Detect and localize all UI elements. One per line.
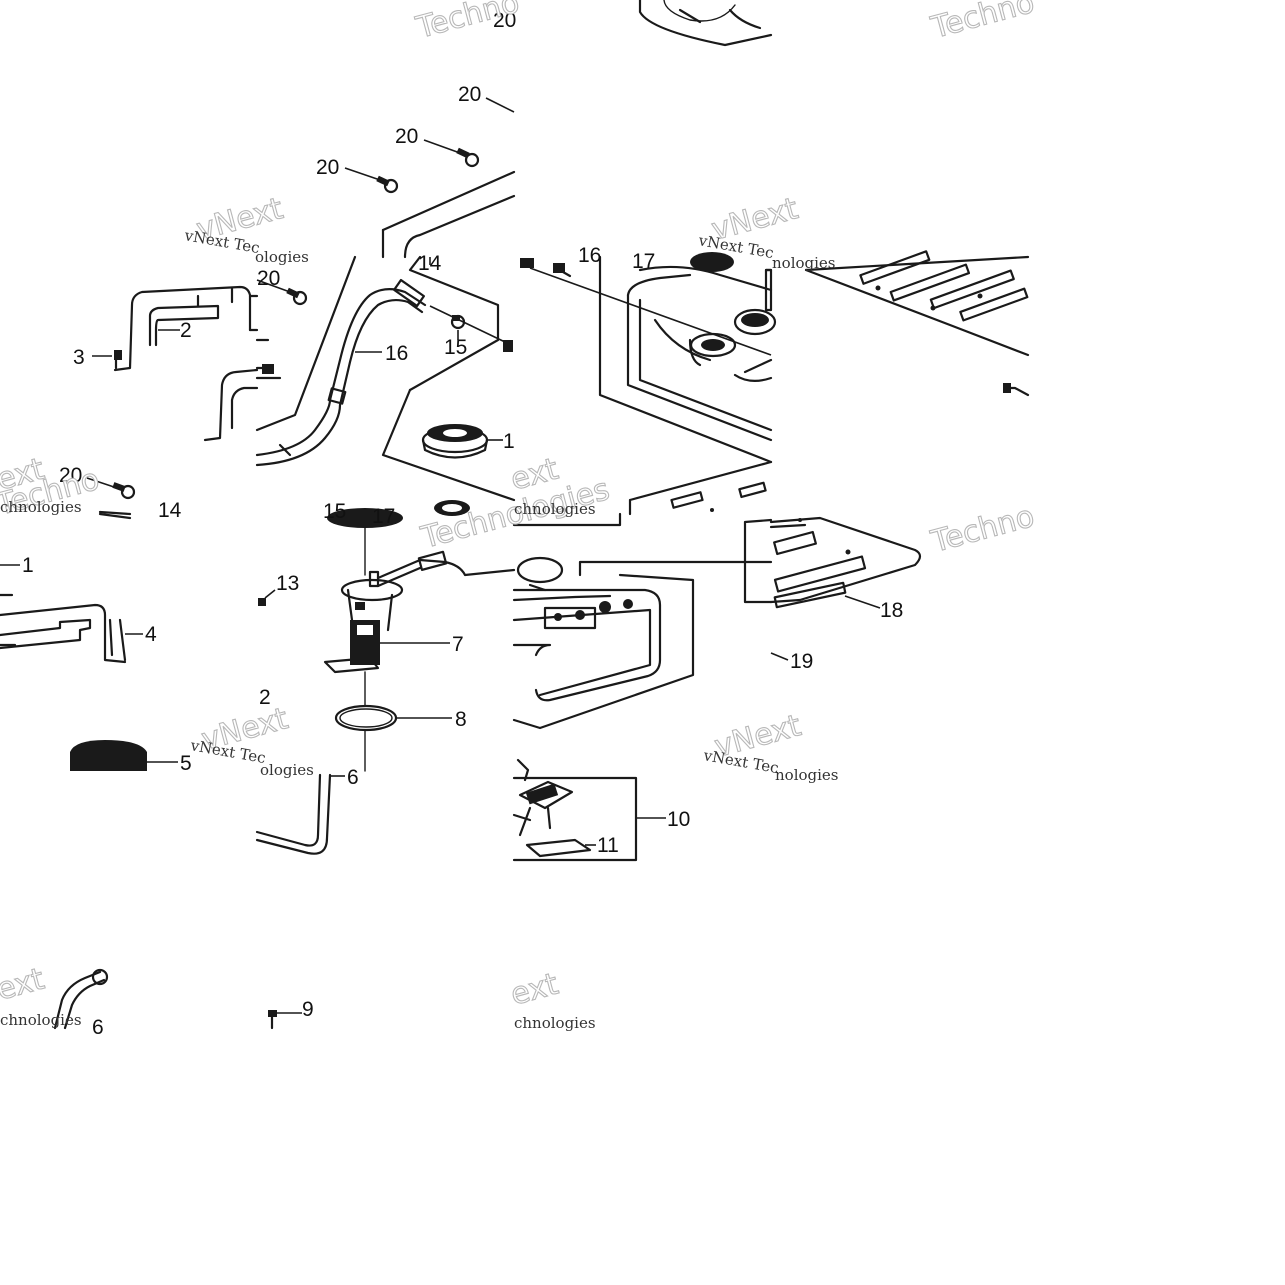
- callout-6: 6: [347, 766, 359, 789]
- callout-15: 15: [444, 336, 467, 359]
- callout-20-middle: 20: [395, 125, 418, 148]
- tank-cover-edge: [381, 170, 516, 232]
- callout-20-top: 20: [458, 83, 481, 106]
- watermarks: Techno Techno vNext vNext Tec ologies vN…: [0, 0, 1039, 1032]
- hose-clamp-20-e: [86, 477, 136, 500]
- leader-19: [770, 652, 789, 661]
- svg-text:Techno: Techno: [412, 0, 523, 46]
- hose-clamp-20-f: [256, 279, 308, 306]
- tank-top-fragment: [638, 0, 773, 47]
- callout-11: 11: [597, 834, 619, 857]
- callout-13: 13: [276, 572, 299, 595]
- callout-19: 19: [790, 650, 813, 673]
- callout-1: 1: [22, 554, 34, 577]
- svg-text:chnologies: chnologies: [0, 498, 82, 516]
- tank-top-rib: [678, 8, 762, 30]
- leader-15-line: [429, 305, 506, 343]
- svg-text:ext: ext: [507, 967, 562, 1013]
- svg-text:ologies: ologies: [255, 248, 309, 266]
- fuel-hose-6-end: [53, 968, 109, 1030]
- callout-1-f: 1: [503, 430, 515, 453]
- svg-text:Techno: Techno: [927, 499, 1038, 560]
- hose-clamp-group-top: [344, 97, 516, 259]
- skid-plate-18-top: [804, 250, 1030, 397]
- tank-cover-inner-edge: [403, 194, 516, 259]
- callout-10: 10: [667, 808, 690, 831]
- callout-20-fragment: 20: [493, 9, 516, 32]
- fuel-sender-10: [512, 758, 666, 862]
- callout-3: 3: [73, 346, 85, 369]
- callout-8: 8: [455, 708, 467, 731]
- skid-plate-slots-g: [670, 481, 767, 512]
- hose-fragment-i: [98, 512, 132, 520]
- tank-bracket-lower-left: [203, 368, 259, 442]
- callout-16: 16: [385, 342, 408, 365]
- skid-plate-top-edge: [628, 460, 773, 516]
- o-ring-8: [334, 671, 452, 772]
- callout-9: 9: [302, 998, 314, 1021]
- callout-4: 4: [145, 623, 157, 646]
- callout-7: 7: [452, 633, 464, 656]
- tank-top-inner: [663, 0, 736, 22]
- skid-plate-18: [769, 516, 922, 609]
- clamp-fragment-f3: [262, 364, 274, 374]
- hose-assembly-16: [255, 255, 516, 502]
- clip-13: [258, 589, 276, 606]
- fuel-tank-body: [512, 512, 747, 730]
- svg-text:nologies: nologies: [772, 254, 836, 272]
- svg-text:nologies: nologies: [775, 766, 839, 784]
- hose-clamp-15: [450, 314, 513, 352]
- fuel-pump-7: [323, 508, 516, 674]
- hose-clamp-20-left: [344, 167, 399, 194]
- hose-clamp-20-middle: [423, 139, 480, 168]
- callout-20-e: 20: [59, 464, 82, 487]
- leader-20-top: [485, 97, 515, 113]
- svg-text:ologies: ologies: [260, 761, 314, 779]
- hose-fragment-e: [98, 510, 132, 516]
- callout-6b: 6: [92, 1016, 104, 1039]
- callout-2: 2: [180, 319, 192, 342]
- callout-20-f: 20: [257, 267, 280, 290]
- callout-16b: 16: [578, 244, 601, 267]
- fuel-cap-1: [421, 424, 503, 459]
- callout-14-e: 14: [158, 499, 182, 522]
- svg-text:chnologies: chnologies: [514, 1014, 596, 1032]
- svg-text:chnologies: chnologies: [514, 500, 596, 518]
- bolt-3: [92, 350, 122, 370]
- callout-15b: 15: [323, 500, 346, 523]
- skid-plate-bracket-box: [743, 518, 773, 604]
- tank-bracket-1-4: [0, 593, 127, 664]
- svg-text:ext: ext: [0, 962, 48, 1008]
- callout-20-left: 20: [316, 156, 339, 179]
- strap-5: [70, 740, 178, 771]
- svg-text:chnologies: chnologies: [0, 1011, 82, 1029]
- callout-2b: 2: [259, 686, 271, 709]
- svg-text:Techno: Techno: [927, 0, 1038, 46]
- callout-17b: 17: [372, 505, 395, 528]
- hose-clamp-16b: [553, 263, 565, 273]
- fuel-hose-6: [255, 773, 345, 855]
- callout-18: 18: [880, 599, 903, 622]
- bolt-9: [268, 1010, 302, 1030]
- callout-17: 17: [632, 250, 655, 273]
- fuel-tank-17: [520, 252, 777, 464]
- callout-5: 5: [180, 752, 192, 775]
- filler-neck-gasket: [434, 500, 470, 516]
- tank-bracket-2: [113, 285, 259, 372]
